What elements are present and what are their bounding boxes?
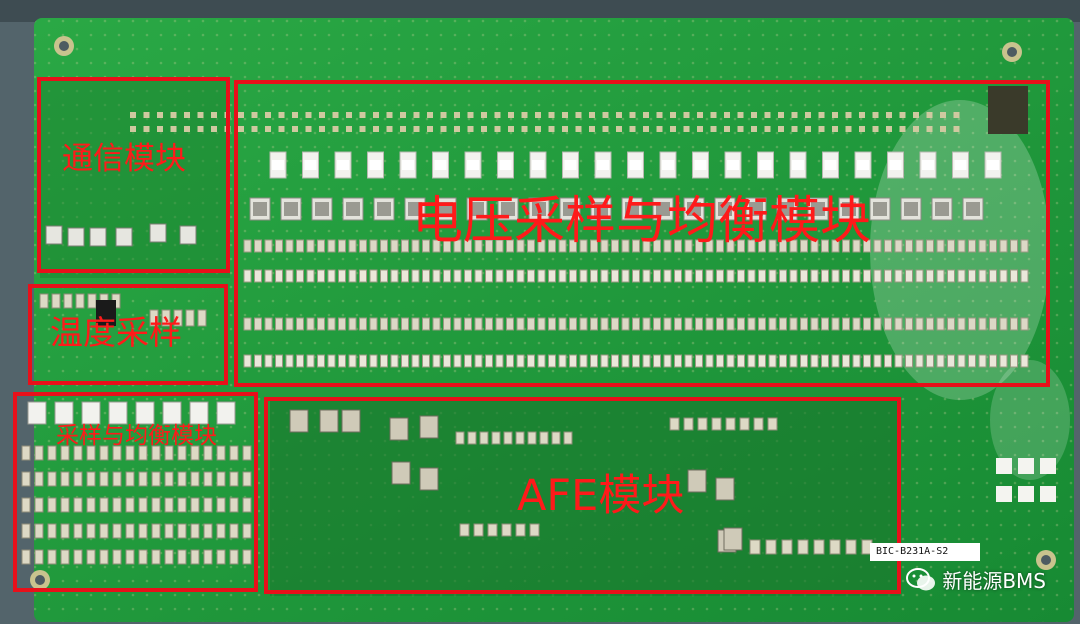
communication-module-label: 通信模块 — [62, 141, 186, 177]
afe-module-label: AFE模块 — [517, 471, 685, 521]
temperature-sampling-box — [28, 284, 228, 385]
watermark-text: 新能源BMS — [942, 569, 1046, 593]
afe-module-box — [264, 397, 901, 594]
voltage-sampling-balancing-module-box — [234, 80, 1050, 387]
voltage-sampling-balancing-module-label: 电压采样与均衡模块 — [412, 192, 872, 251]
sampling-balancing-module-box — [13, 392, 258, 592]
watermark: 新能源BMS — [906, 565, 1046, 594]
pcb-part-marking: BIC-B231A-S2 — [870, 543, 980, 561]
temperature-sampling-label: 温度采样 — [50, 313, 182, 352]
wechat-icon — [906, 567, 936, 590]
sampling-balancing-module-label: 采样与均衡模块 — [56, 423, 217, 449]
communication-module-box — [37, 77, 230, 273]
